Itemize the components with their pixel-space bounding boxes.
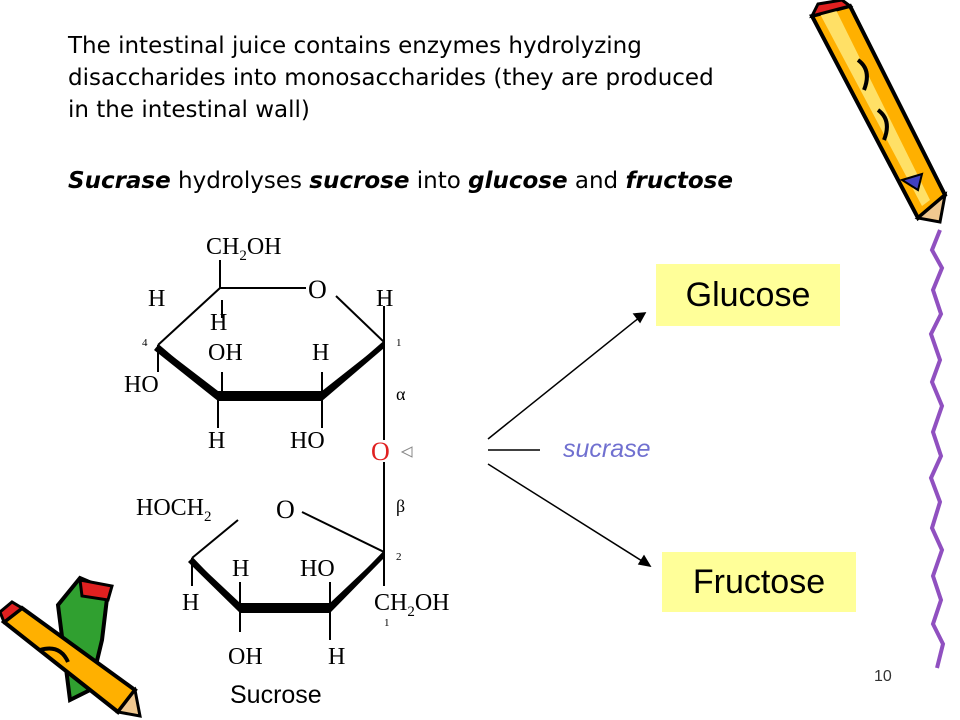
- structure-caption: Sucrose: [230, 681, 322, 709]
- h-fructose-c3-label: H: [232, 556, 249, 582]
- h-c2-label: H: [312, 340, 329, 366]
- enzyme-label: sucrase: [563, 435, 651, 463]
- oh-c3-label: OH: [208, 340, 243, 366]
- sucrose-structure: CH2OH O H H H 4 1 OH H HO α H HO O H: [124, 234, 450, 670]
- ho-bottom-label: HO: [290, 428, 325, 454]
- desc-and: and: [567, 168, 626, 194]
- h-top-right-label: H: [376, 286, 393, 312]
- h-c5-label: H: [210, 310, 227, 336]
- h-bottom-label: H: [328, 644, 345, 670]
- product1-name: glucose: [468, 168, 568, 194]
- enzyme-name: Sucrase: [68, 168, 171, 194]
- glucose-product-box: Glucose: [656, 264, 840, 326]
- intro-line-3: in the intestinal wall): [68, 97, 310, 123]
- product2-name: fructose: [625, 168, 733, 194]
- desc-verb: hydrolyses: [170, 168, 310, 194]
- hoch2-label: HOCH2: [136, 495, 212, 525]
- glycosidic-oxygen: O: [371, 437, 390, 466]
- c4-number: 4: [142, 337, 148, 349]
- page-number: 10: [874, 668, 892, 685]
- glucose-ch2oh-label: CH2OH: [206, 234, 282, 264]
- intro-line-1: The intestinal juice contains enzymes hy…: [68, 33, 642, 59]
- intro-line-2: disaccharides into monosaccharides (they…: [68, 65, 714, 91]
- fructose-ring-oxygen: O: [276, 495, 295, 524]
- h-left-label: H: [182, 590, 199, 616]
- glucose-ring-oxygen: O: [308, 275, 327, 304]
- ho-c4-label: HO: [124, 372, 159, 398]
- pencils-clipart-icon: [0, 575, 142, 718]
- h-top-left-label: H: [148, 286, 165, 312]
- substrate-name: sucrose: [309, 168, 410, 194]
- pointer-triangle-icon: [400, 446, 413, 458]
- alpha-label: α: [396, 384, 406, 404]
- fructose-ch2oh-label: CH2OH: [374, 590, 450, 620]
- desc-into: into: [409, 168, 469, 194]
- beta-label: β: [396, 496, 405, 516]
- wavy-line-decoration: [928, 229, 946, 669]
- fructose-product-box: Fructose: [662, 552, 856, 612]
- oh-bottom-label: OH: [228, 644, 263, 670]
- reaction-description: Sucrase hydrolyses sucrose into glucose …: [68, 168, 733, 194]
- pencil-clipart-icon: [809, 0, 948, 224]
- c2-number: 2: [396, 551, 402, 563]
- h-bottom-left-label: H: [208, 428, 225, 454]
- intro-paragraph: The intestinal juice contains enzymes hy…: [68, 30, 898, 126]
- c1-number-fructose: 1: [384, 617, 390, 629]
- reaction-arrows: [487, 312, 652, 568]
- c1-number-glucose: 1: [396, 337, 402, 349]
- ho-middle-label: HO: [300, 556, 335, 582]
